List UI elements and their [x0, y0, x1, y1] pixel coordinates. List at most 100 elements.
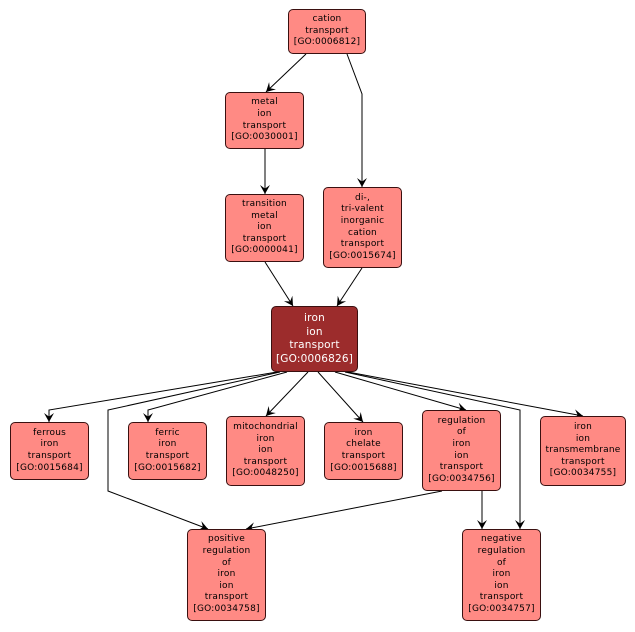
edge-line: [336, 267, 363, 307]
arrowhead-icon: [337, 295, 347, 306]
edge-go-0034756-to-go-0034757: [477, 491, 487, 529]
node-label-line: ferrous: [32, 427, 67, 438]
node-label-line: iron: [354, 427, 373, 438]
node-label-line: iron: [452, 438, 471, 449]
arrowhead-icon: [260, 185, 270, 194]
arrowhead-icon: [353, 411, 363, 422]
edge-go-0006826-to-go-0034758: [107, 371, 281, 531]
node-label-line: transport: [439, 462, 484, 473]
node-go-id: [GO:0006826]: [275, 352, 354, 365]
node-label-line: transport: [145, 451, 190, 461]
edge-go-0006812-to-go-0015674: [346, 53, 367, 187]
node-go-id: [GO:0048250]: [232, 468, 299, 479]
node-label-line: transport: [340, 239, 385, 250]
node-label-line: cation: [312, 14, 342, 25]
node-label-line: di-,: [354, 192, 371, 203]
node-label-line: ferric: [155, 427, 180, 438]
node-label-line: metal: [251, 210, 278, 221]
node-label-line: transport: [243, 456, 288, 467]
node-label-line: ion: [575, 433, 591, 444]
node-go-id: [GO:0015682]: [134, 462, 201, 473]
arrowhead-icon: [515, 520, 525, 529]
edge-go-0000041-to-go-0006826: [264, 261, 294, 307]
node-label-line: positive: [208, 534, 245, 545]
edge-line: [245, 490, 443, 530]
node-go-id: [GO:0006812]: [293, 37, 361, 48]
node-label-line: regulation: [437, 415, 486, 426]
node-go-id: [GO:0000041]: [231, 245, 298, 256]
arrowhead-icon: [197, 521, 208, 531]
node-label-line: ion: [257, 222, 272, 233]
edge-line: [347, 371, 584, 417]
node-go-id: [GO:0015688]: [330, 462, 397, 473]
node-go-id: [GO:0015674]: [329, 250, 396, 261]
arrowhead-icon: [283, 295, 293, 306]
node-label-line: transport: [289, 339, 340, 351]
node-label-line: transition: [242, 199, 287, 210]
node-label-line: inorganic: [340, 215, 385, 226]
node-label-line: mitochondrial: [233, 422, 298, 433]
node-label-line: chelate: [346, 439, 381, 450]
node-go-id: [GO:0034756]: [428, 473, 495, 484]
edge-go-0006826-to-go-0015682: [143, 371, 288, 422]
arrowhead-icon: [266, 82, 276, 92]
node-label-line: iron: [40, 439, 59, 450]
node-label-line: negative: [481, 534, 522, 545]
edge-line: [317, 371, 364, 423]
node-label-line: transmembrane: [545, 445, 621, 456]
edge-go-0006826-to-go-0048250: [265, 371, 309, 417]
node-label-line: transport: [27, 451, 72, 461]
node-label-line: ion: [494, 580, 509, 591]
node-label-line: transport: [561, 456, 605, 467]
node-label-line: metal: [251, 97, 278, 108]
node-label-line: of: [496, 557, 507, 568]
arrowhead-icon: [455, 402, 466, 413]
edge-line: [265, 371, 309, 417]
edge-line: [265, 53, 307, 93]
node-label-line: regulation: [202, 546, 251, 557]
arrowhead-icon: [477, 520, 487, 529]
edge-line: [344, 371, 521, 529]
edge-go-0006826-to-go-0015684: [44, 371, 278, 422]
node-go-id: [GO:0034755]: [549, 468, 617, 479]
arrowhead-icon: [266, 406, 276, 416]
node-label-line: transport: [305, 25, 349, 36]
node-label-line: ion: [258, 445, 273, 456]
node-go-id: [GO:0034757]: [468, 603, 535, 614]
edge-line: [48, 371, 278, 422]
edge-go-0006826-to-go-0015688: [317, 371, 364, 423]
edge-go-0006826-to-go-0034757: [344, 371, 525, 529]
edge-line: [346, 53, 363, 187]
node-label-line: iron: [573, 422, 592, 433]
node-label-line: iron: [304, 312, 325, 324]
node-label-line: cation: [348, 227, 377, 238]
edge-go-0006826-to-go-0034756: [334, 371, 467, 413]
node-label-line: ion: [219, 580, 234, 591]
edge-line: [334, 371, 467, 411]
edge-line: [107, 371, 281, 530]
node-label-line: iron: [158, 439, 177, 450]
node-label-line: iron: [256, 433, 275, 444]
edge-line: [264, 261, 294, 307]
node-label-line: transport: [242, 120, 287, 131]
node-label-line: ion: [454, 450, 469, 461]
node-go-id: [GO:0034758]: [193, 603, 260, 614]
arrowhead-icon: [44, 413, 54, 422]
node-go-id: [GO:0015684]: [16, 462, 83, 473]
edge-go-0006812-to-go-0030001: [265, 53, 307, 93]
edge-go-0030001-to-go-0000041: [260, 149, 270, 194]
